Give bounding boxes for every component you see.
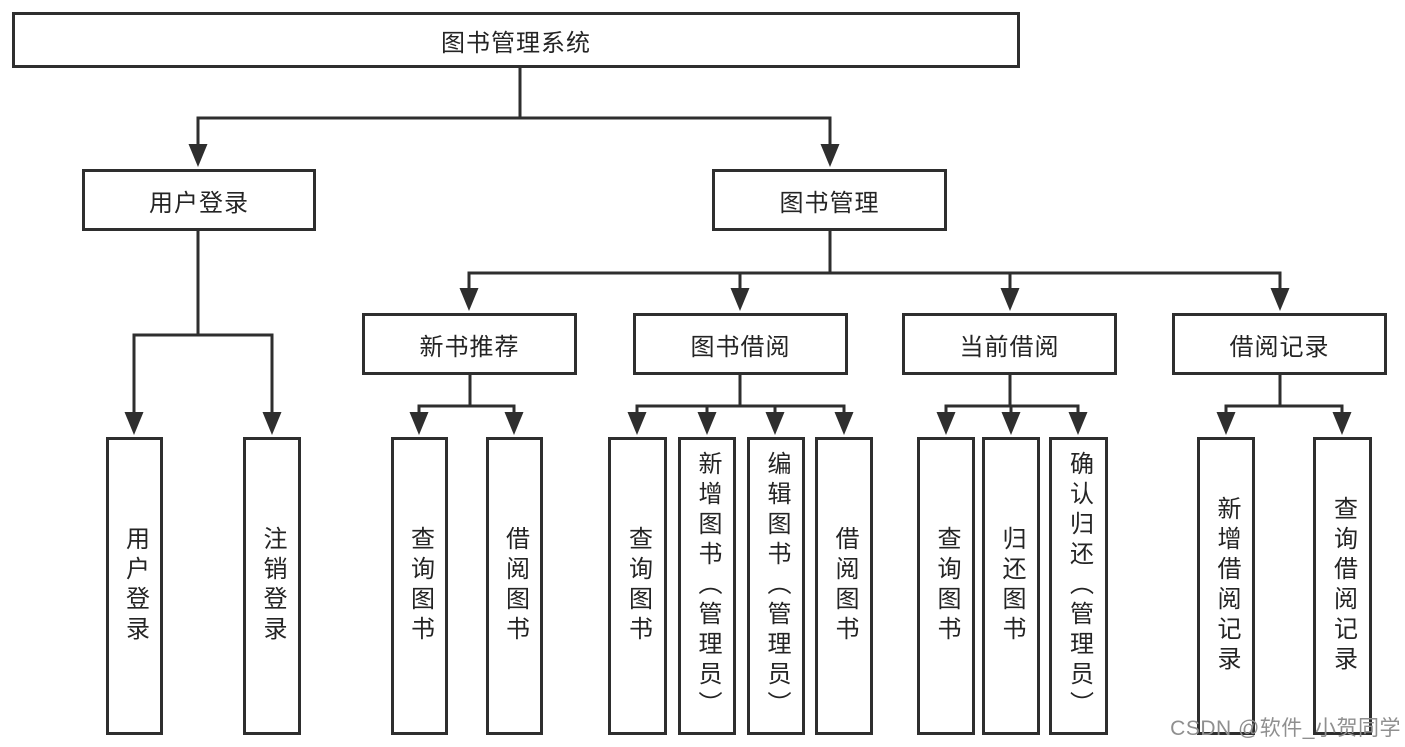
arrowhead-group bbox=[124, 144, 1352, 435]
node-borrow-records-label: 借阅记录 bbox=[1229, 333, 1330, 361]
leaf-user-login-label: 用户登录 bbox=[121, 526, 149, 646]
leaf-current-return: 归还图书 bbox=[982, 437, 1040, 735]
leaf-current-confirm-return-label: 确认归还（管理员） bbox=[1065, 451, 1093, 721]
leaf-bookborrow-edit: 编辑图书（管理员） bbox=[747, 437, 805, 735]
node-new-book-recommend-label: 新书推荐 bbox=[419, 333, 520, 361]
leaf-current-query-label: 查询图书 bbox=[933, 526, 960, 646]
node-user-login: 用户登录 bbox=[82, 169, 316, 231]
leaf-logout-label: 注销登录 bbox=[259, 526, 286, 646]
node-current-borrowing: 当前借阅 bbox=[902, 313, 1117, 375]
leaf-bookborrow-query: 查询图书 bbox=[608, 437, 667, 735]
leaf-newbook-query: 查询图书 bbox=[391, 437, 448, 735]
leaf-current-return-label: 归还图书 bbox=[998, 526, 1025, 646]
node-root: 图书管理系统 bbox=[12, 12, 1020, 68]
node-user-login-label: 用户登录 bbox=[149, 189, 249, 217]
leaf-bookborrow-edit-label: 编辑图书（管理员） bbox=[763, 451, 790, 721]
leaf-bookborrow-borrow-label: 借阅图书 bbox=[831, 526, 858, 646]
leaf-bookborrow-query-label: 查询图书 bbox=[624, 526, 652, 646]
leaf-bookborrow-add-label: 新增图书（管理员） bbox=[694, 451, 721, 721]
node-book-management: 图书管理 bbox=[712, 169, 947, 231]
csdn-watermark: CSDN @软件_小贺同学 bbox=[1170, 717, 1401, 740]
leaf-newbook-borrow-label: 借阅图书 bbox=[501, 526, 529, 646]
node-book-borrowing-label: 图书借阅 bbox=[690, 333, 791, 361]
node-borrow-records: 借阅记录 bbox=[1172, 313, 1387, 375]
node-root-label: 图书管理系统 bbox=[441, 29, 591, 57]
leaf-record-query-label: 查询借阅记录 bbox=[1329, 496, 1357, 676]
node-book-management-label: 图书管理 bbox=[779, 189, 880, 217]
leaf-bookborrow-add: 新增图书（管理员） bbox=[678, 437, 736, 735]
leaf-newbook-borrow: 借阅图书 bbox=[486, 437, 543, 735]
leaf-record-query: 查询借阅记录 bbox=[1313, 437, 1372, 735]
leaf-record-add: 新增借阅记录 bbox=[1197, 437, 1255, 735]
leaf-user-login: 用户登录 bbox=[106, 437, 163, 735]
leaf-current-query: 查询图书 bbox=[917, 437, 975, 735]
node-new-book-recommend: 新书推荐 bbox=[362, 313, 577, 375]
leaf-logout: 注销登录 bbox=[243, 437, 301, 735]
leaf-newbook-query-label: 查询图书 bbox=[406, 526, 434, 646]
node-current-borrowing-label: 当前借阅 bbox=[959, 333, 1060, 361]
node-book-borrowing: 图书借阅 bbox=[633, 313, 848, 375]
leaf-record-add-label: 新增借阅记录 bbox=[1213, 496, 1240, 676]
leaf-bookborrow-borrow: 借阅图书 bbox=[815, 437, 873, 735]
leaf-current-confirm-return: 确认归还（管理员） bbox=[1049, 437, 1108, 735]
